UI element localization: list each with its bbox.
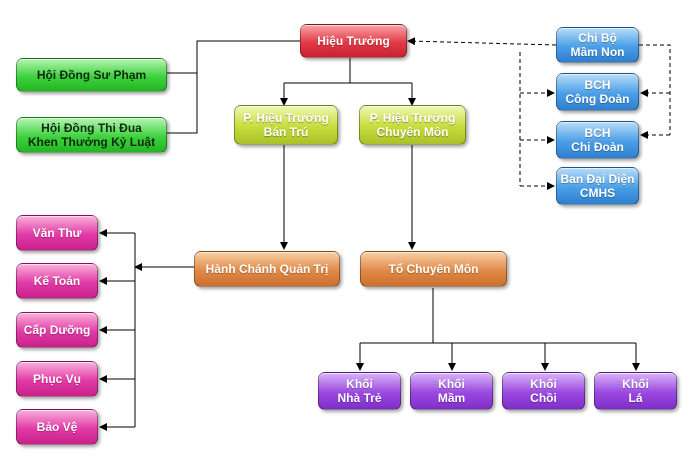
node-label: Khối bbox=[438, 377, 465, 391]
node-label: BCH bbox=[584, 78, 611, 92]
dashed-right-loop bbox=[639, 44, 671, 135]
node-label: Lá bbox=[628, 391, 643, 405]
node-to-chuyen-mon: Tổ Chuyên Môn bbox=[360, 251, 507, 287]
node-ke-toan: Kế Toán bbox=[16, 263, 98, 299]
node-phuc-vu: Phục Vụ bbox=[16, 361, 98, 397]
node-label: Bán Trú bbox=[263, 125, 309, 139]
node-label: Tổ Chuyên Môn bbox=[388, 262, 479, 276]
node-label: Khen Thưởng Kỷ Luật bbox=[27, 135, 156, 149]
node-hieu-truong: Hiệu Trưởng bbox=[300, 24, 407, 58]
node-label: BCH bbox=[584, 126, 611, 140]
node-label: Khối bbox=[346, 377, 373, 391]
node-khoi-nha-tre: Khối Nhà Trẻ bbox=[318, 372, 401, 410]
node-label: P. Hiệu Trưởng bbox=[243, 111, 329, 125]
node-khoi-mam: Khối Mầm bbox=[410, 372, 493, 410]
node-label: Cấp Dưỡng bbox=[23, 323, 91, 337]
node-pht-ban-tru: P. Hiệu Trưởng Bán Trú bbox=[234, 105, 338, 145]
node-cap-duong: Cấp Dưỡng bbox=[16, 312, 98, 348]
node-label: Hội Đồng Thi Đua bbox=[41, 121, 142, 135]
dashed-chibo-principal bbox=[407, 37, 557, 46]
node-ban-dai-dien: Ban Đại Diện CMHS bbox=[556, 167, 639, 205]
node-hoi-dong-su-pham: Hội Đồng Sư Phạm bbox=[16, 58, 167, 92]
node-label: Hiệu Trưởng bbox=[317, 34, 390, 48]
node-label: Mầm Non bbox=[570, 45, 625, 59]
node-label: P. Hiệu Trưởng bbox=[369, 111, 456, 125]
node-label: Khối bbox=[530, 377, 557, 391]
node-label: Nhà Trẻ bbox=[337, 391, 382, 405]
connector-council-discipline bbox=[167, 73, 198, 134]
node-label: CMHS bbox=[579, 186, 616, 200]
node-label: Chuyên Môn bbox=[376, 125, 449, 139]
node-label: Công Đoàn bbox=[565, 92, 630, 106]
node-label: Chồi bbox=[530, 391, 557, 405]
node-label: Ban Đại Diện bbox=[560, 172, 635, 186]
node-khoi-choi: Khối Chồi bbox=[502, 372, 585, 410]
node-bao-ve: Bảo Vệ bbox=[16, 409, 98, 445]
node-label: Phục Vụ bbox=[32, 372, 81, 386]
node-label: Chi Đoàn bbox=[571, 140, 624, 154]
node-bch-chi-doan: BCH Chi Đoàn bbox=[556, 121, 639, 159]
node-hoi-dong-thi-dua: Hội Đồng Thi Đua Khen Thưởng Kỷ Luật bbox=[16, 117, 167, 153]
node-label: Chi Bộ bbox=[578, 31, 617, 45]
node-label: Bảo Vệ bbox=[36, 420, 78, 434]
node-label: Hành Chánh Quản Trị bbox=[205, 262, 329, 276]
node-label: Hội Đồng Sư Phạm bbox=[36, 68, 147, 82]
node-label: Mầm bbox=[437, 391, 466, 405]
node-van-thu: Văn Thư bbox=[16, 215, 98, 251]
node-label: Văn Thư bbox=[32, 226, 82, 240]
node-hanh-chanh: Hành Chánh Quản Trị bbox=[194, 251, 340, 287]
node-khoi-la: Khối Lá bbox=[594, 372, 677, 410]
node-label: Kế Toán bbox=[33, 274, 81, 288]
node-pht-chuyen-mon: P. Hiệu Trưởng Chuyên Môn bbox=[359, 105, 466, 145]
connector-councils-principal bbox=[167, 40, 300, 74]
node-label: Khối bbox=[622, 377, 649, 391]
node-chi-bo: Chi Bộ Mầm Non bbox=[556, 27, 639, 63]
node-bch-cong-doan: BCH Công Đoàn bbox=[556, 73, 639, 111]
